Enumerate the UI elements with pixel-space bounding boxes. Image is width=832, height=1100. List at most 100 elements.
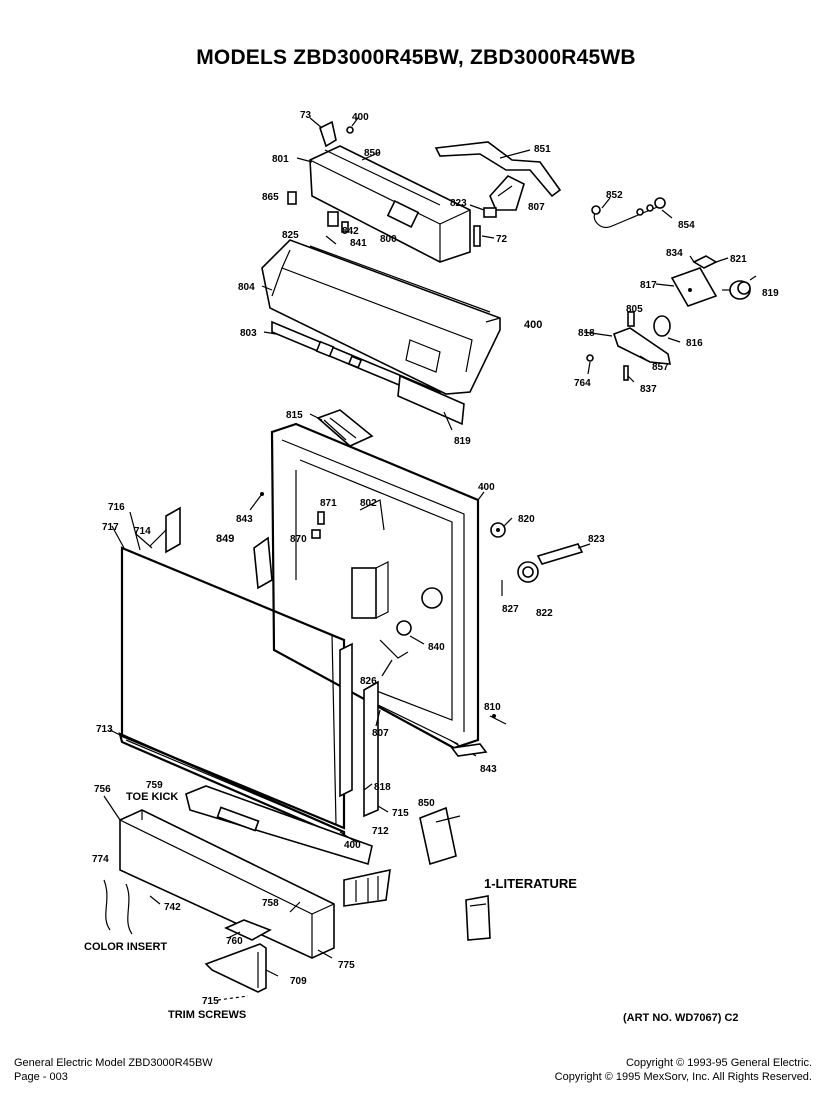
- part-850-bracket: [419, 806, 461, 866]
- part-801-console: [296, 145, 471, 263]
- footer-model: General Electric Model ZBD3000R45BW: [14, 1057, 213, 1069]
- part-807-latch: [489, 175, 525, 211]
- part-759-toe-kick: [185, 785, 373, 866]
- leader-lines: [103, 197, 730, 977]
- label-400-d: 400: [344, 840, 361, 851]
- art-number: (ART NO. WD7067) C2: [623, 1012, 739, 1024]
- label-843-b: 843: [480, 764, 497, 775]
- label-857: 857: [652, 362, 669, 373]
- part-775-screw: [317, 949, 333, 959]
- part-714-bracket: [149, 506, 181, 554]
- part-713-outer-panel: [118, 546, 346, 840]
- part-73-bracket: [309, 117, 337, 148]
- part-834-821: [689, 255, 718, 269]
- label-805: 819: [454, 436, 471, 447]
- callout-labels: 73 400 850 851 801 865 823 807 842 841 8…: [84, 110, 779, 1021]
- part-72-clip: [473, 225, 495, 247]
- label-816: 816: [686, 338, 703, 349]
- literature-booklet: [465, 895, 491, 941]
- label-775: 775: [338, 960, 355, 971]
- label-774: 774: [92, 854, 109, 865]
- label-823-b: 823: [588, 534, 605, 545]
- footer-copyright-mexsorv: Copyright © 1995 MexSorv, Inc. All Right…: [554, 1071, 812, 1083]
- label-803: 803: [240, 328, 257, 339]
- part-852-harness: [591, 197, 666, 228]
- part-760-trim: [224, 919, 272, 941]
- part-400-screw-top: [346, 117, 359, 134]
- label-807: 807: [528, 202, 545, 213]
- part-819-motor: [729, 275, 757, 300]
- part-815-vent: [316, 409, 374, 447]
- label-851: 851: [534, 144, 551, 155]
- label-trim-screws: TRIM SCREWS: [168, 1009, 246, 1021]
- part-822-gear: [517, 561, 539, 583]
- label-713: 713: [96, 724, 113, 735]
- label-841: 841: [350, 238, 367, 249]
- label-literature: 1-LITERATURE: [484, 876, 577, 891]
- label-400: 400: [352, 112, 369, 123]
- part-820-knob: [490, 522, 506, 538]
- part-818-linkage: [586, 311, 671, 381]
- label-759: 759: [146, 780, 163, 791]
- label-817: 817: [640, 280, 657, 291]
- label-840: 840: [428, 642, 445, 653]
- label-714: 714: [134, 526, 151, 537]
- label-805-small: 805: [626, 304, 643, 315]
- label-819: 819: [762, 288, 779, 299]
- part-817-bracket: [670, 267, 718, 307]
- label-865: 865: [262, 192, 279, 203]
- part-871-870: [311, 511, 325, 539]
- part-inner-support-rail: [339, 642, 379, 818]
- label-800: 800: [380, 234, 397, 245]
- label-807-b: 807: [372, 728, 389, 739]
- label-820: 820: [518, 514, 535, 525]
- label-852: 852: [606, 190, 623, 201]
- part-756-kick-plate: [119, 809, 391, 959]
- footer-left: General Electric Model ZBD3000R45BW Page…: [14, 1056, 213, 1084]
- part-823-switch: [469, 204, 497, 218]
- label-742: 742: [164, 902, 181, 913]
- part-842-841: [327, 211, 349, 233]
- label-758: 758: [262, 898, 279, 909]
- part-810-hinge: [489, 714, 507, 725]
- label-756: 756: [94, 784, 111, 795]
- part-804-console-frame: [261, 239, 501, 395]
- label-804: 804: [238, 282, 255, 293]
- label-818-b: 818: [374, 782, 391, 793]
- part-849-hinge-arm: [253, 536, 273, 590]
- label-802: 802: [360, 498, 377, 509]
- label-825: 825: [282, 230, 299, 241]
- label-849: 849: [216, 533, 234, 545]
- label-717: 717: [102, 522, 119, 533]
- label-716: 716: [108, 502, 125, 513]
- footer-page: Page - 003: [14, 1071, 68, 1083]
- label-764: 764: [574, 378, 591, 389]
- label-715-b: 715: [202, 996, 219, 1007]
- part-774-742-color-insert: [103, 879, 161, 935]
- footer-right: Copyright © 1993-95 General Electric. Co…: [555, 1056, 812, 1084]
- page-title: MODELS ZBD3000R45BW, ZBD3000R45WB: [196, 46, 636, 69]
- label-842: 842: [342, 226, 359, 237]
- label-843: 843: [236, 514, 253, 525]
- label-color-insert: COLOR INSERT: [84, 941, 167, 953]
- label-822: 822: [536, 608, 553, 619]
- label-72: 72: [496, 234, 508, 245]
- label-821: 821: [730, 254, 747, 265]
- footer-copyright-ge: Copyright © 1993-95 General Electric.: [625, 1057, 812, 1069]
- label-400-b: 400: [524, 319, 542, 331]
- part-823-timer-shaft: [536, 543, 591, 565]
- part-851-rail: [434, 141, 562, 198]
- part-709-trim-bracket: [204, 943, 267, 993]
- label-73: 73: [300, 110, 312, 121]
- label-834: 834: [666, 248, 683, 259]
- part-inner-door-liner: [270, 422, 488, 757]
- label-400-c: 400: [478, 482, 495, 493]
- label-715: 715: [392, 808, 409, 819]
- label-827: 827: [502, 604, 519, 615]
- label-870: 870: [290, 534, 307, 545]
- label-810: 810: [484, 702, 501, 713]
- label-toe-kick: TOE KICK: [126, 791, 178, 803]
- part-805-panel: [397, 374, 465, 426]
- label-837: 837: [640, 384, 657, 395]
